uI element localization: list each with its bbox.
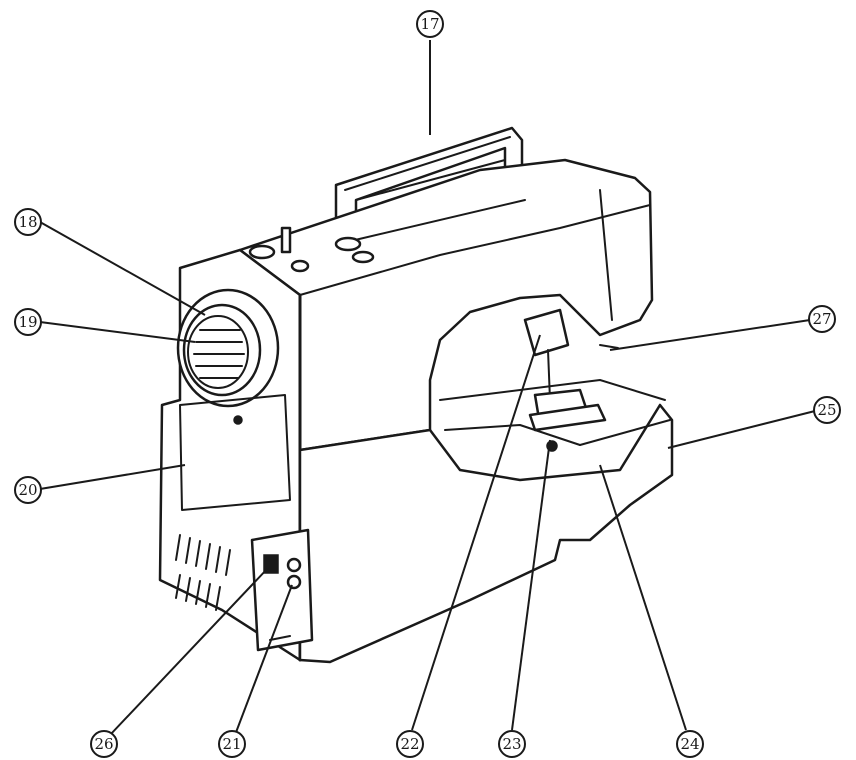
leader-25: [667, 410, 816, 449]
svg-text:23: 23: [502, 735, 521, 753]
svg-text:24: 24: [680, 735, 699, 753]
svg-text:21: 21: [222, 735, 241, 753]
leader-23: [511, 439, 551, 731]
leader-18: [39, 221, 206, 316]
leader-26: [109, 567, 269, 736]
callout-27: 27: [808, 305, 836, 333]
svg-text:17: 17: [420, 15, 439, 33]
callout-25: 25: [813, 396, 841, 424]
needle-area: [523, 308, 619, 452]
leader-20: [39, 464, 186, 490]
callout-19: 19: [14, 308, 42, 336]
svg-text:27: 27: [812, 310, 831, 328]
leader-27: [609, 319, 811, 351]
handwheel: [176, 288, 280, 425]
callout-20: 20: [14, 476, 42, 504]
callout-21: 21: [218, 730, 246, 758]
vent-slots: [175, 534, 231, 611]
callout-17: 17: [416, 10, 444, 38]
callout-18: 18: [14, 208, 42, 236]
svg-text:20: 20: [18, 481, 37, 499]
free-arm-bed: [439, 379, 671, 446]
callouts: 17 18 19 20 21 22: [14, 10, 841, 758]
svg-text:25: 25: [817, 401, 836, 419]
side-panel: [179, 394, 291, 511]
callout-26: 26: [90, 730, 118, 758]
callout-22: 22: [396, 730, 424, 758]
spool-pins: [248, 226, 375, 273]
callout-24: 24: [676, 730, 704, 758]
leader-24: [599, 464, 687, 731]
svg-text:22: 22: [400, 735, 419, 753]
power-panel: [250, 528, 314, 652]
svg-text:19: 19: [18, 313, 37, 331]
leader-22: [411, 334, 541, 731]
svg-text:26: 26: [94, 735, 113, 753]
callout-23: 23: [498, 730, 526, 758]
svg-text:18: 18: [18, 213, 37, 231]
leader-21: [234, 584, 293, 736]
leader-19: [39, 321, 196, 343]
